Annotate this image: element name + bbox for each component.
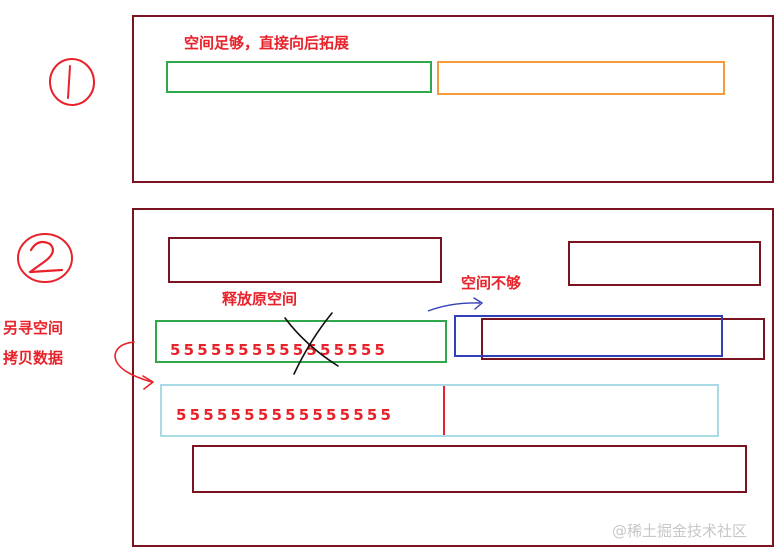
occupied-block-middle-right bbox=[481, 318, 765, 360]
original-data-block bbox=[166, 61, 432, 93]
release-space-label: 释放原空间 bbox=[222, 290, 297, 308]
required-space-block bbox=[454, 315, 723, 357]
copy-arrow bbox=[114, 341, 153, 383]
insufficient-space-label: 空间不够 bbox=[461, 274, 521, 292]
scenario-1-frame bbox=[132, 15, 774, 183]
scenario-1: 空间足够，直接向后拓展 bbox=[48, 15, 774, 183]
original-data-block bbox=[155, 320, 447, 363]
scenario-2-frame bbox=[132, 208, 774, 547]
original-block-digits: 5555555555555555 bbox=[170, 341, 388, 359]
new-block-digits: 5555555555555555 bbox=[176, 406, 394, 424]
watermark: @稀土掘金技术社区 bbox=[612, 522, 747, 540]
scenario-2: 空间不够 释放原空间 5555555555555555 另寻空间 拷贝数据 55… bbox=[3, 208, 774, 547]
release-cross-mark bbox=[284, 312, 339, 375]
occupied-block-top-right bbox=[568, 241, 761, 286]
scenario-1-marker bbox=[48, 58, 96, 106]
scenario-1-title: 空间足够，直接向后拓展 bbox=[184, 34, 349, 52]
scenario-2-marker bbox=[17, 233, 73, 283]
insufficient-arrow bbox=[427, 302, 481, 312]
occupied-block-top-left bbox=[168, 237, 442, 283]
relocate-label-line1: 另寻空间 bbox=[3, 319, 63, 337]
relocate-label-line2: 拷贝数据 bbox=[3, 349, 63, 367]
new-data-block bbox=[160, 384, 719, 437]
extended-space-block bbox=[437, 61, 725, 95]
occupied-block-bottom bbox=[192, 445, 747, 493]
